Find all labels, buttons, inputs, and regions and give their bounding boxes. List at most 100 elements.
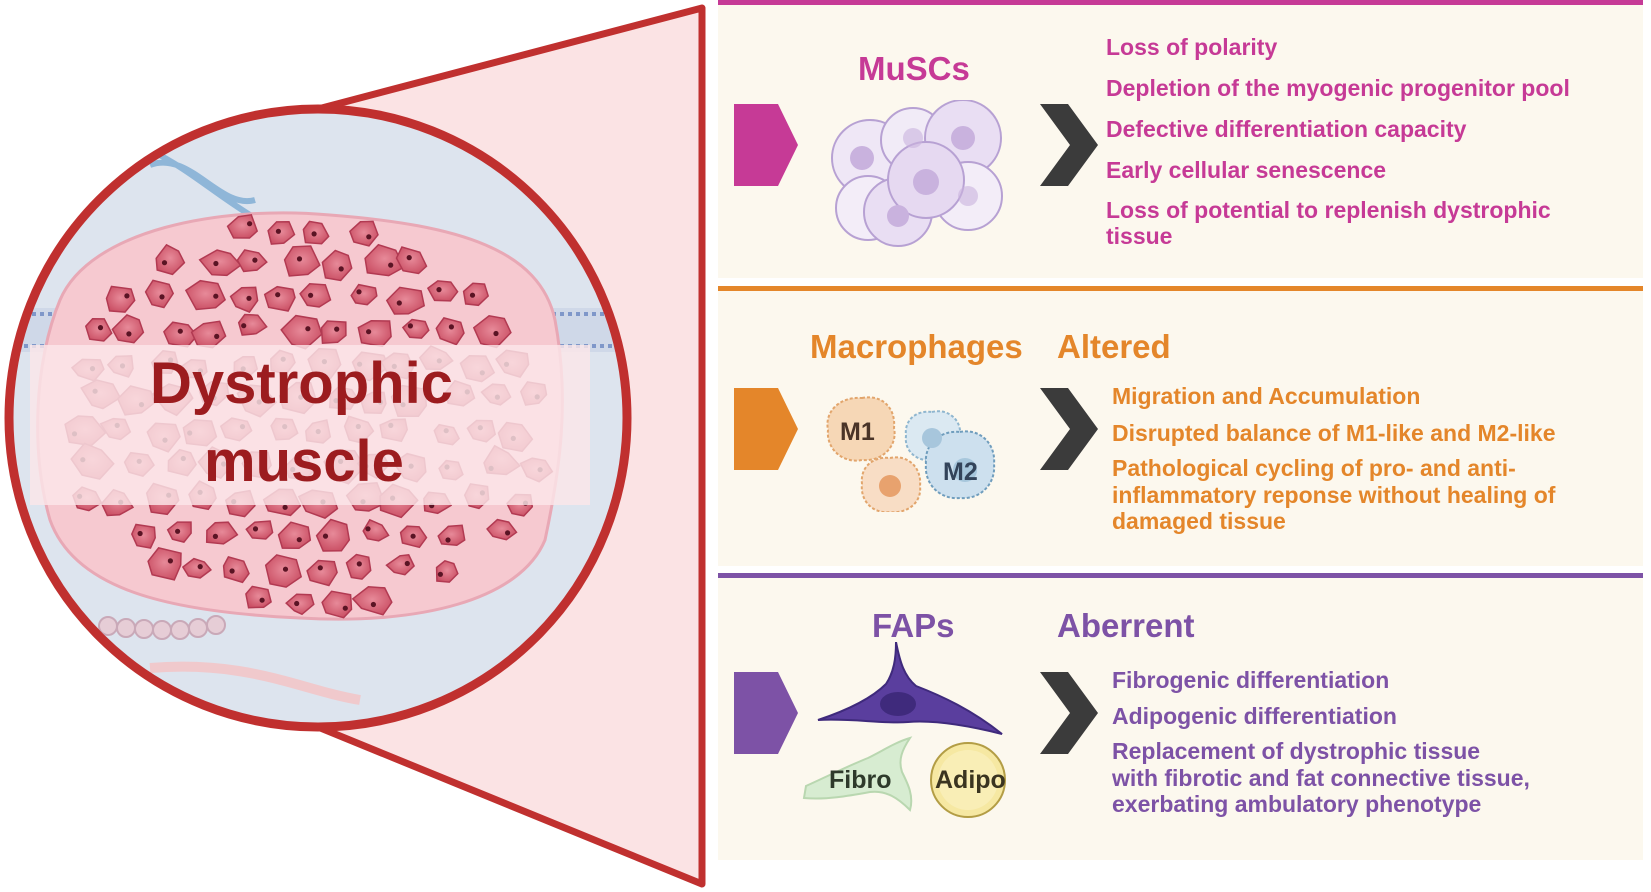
- muscle-fiber: [198, 249, 242, 277]
- panel-rule-faps: [718, 573, 1643, 578]
- macrophages-item-2: Disrupted balance of M1-like and M2-like: [1112, 420, 1556, 446]
- muscle-fiber: [385, 553, 416, 576]
- muscle-fiber-nucleus: [177, 328, 183, 334]
- muscle-fiber-nucleus: [308, 292, 314, 298]
- muscle-fiber: [385, 286, 426, 315]
- muscle-fiber: [306, 559, 338, 587]
- muscle-fiber-nucleus: [247, 221, 253, 227]
- muscle-fiber: [111, 314, 145, 344]
- muscle-fiber-nucleus: [275, 292, 281, 298]
- muscle-fiber: [229, 286, 259, 314]
- muscs-item-4: Early cellular senescence: [1106, 157, 1387, 183]
- muscs-item-2: Depletion of the myogenic progenitor poo…: [1106, 75, 1570, 101]
- macrophage-m1-label: M1: [840, 418, 875, 446]
- muscle-fiber-nucleus: [97, 325, 104, 331]
- muscs-title: MuSCs: [858, 50, 970, 87]
- muscle-fiber-nucleus: [282, 566, 289, 572]
- muscle-fiber: [349, 220, 379, 247]
- muscle-cross-section: [30, 211, 590, 621]
- muscle-fiber-nucleus: [342, 605, 348, 611]
- muscle-fiber: [144, 279, 175, 309]
- faps-arrow-tab: [734, 672, 798, 754]
- muscle-fiber-nucleus: [241, 323, 247, 329]
- macrophages-qualifier: Altered: [1057, 328, 1171, 365]
- muscle-fiber-nucleus: [445, 537, 451, 543]
- panel-rule-muscs: [718, 0, 1643, 5]
- muscle-fiber-nucleus: [126, 331, 132, 337]
- magnified-muscle-illustration: [4, 4, 706, 888]
- muscle-fiber-nucleus: [366, 234, 372, 240]
- muscle-fiber: [285, 593, 315, 616]
- macrophages-arrow-tab: [734, 388, 798, 470]
- muscle-fiber: [184, 279, 227, 311]
- muscle-fiber-nucleus: [305, 326, 311, 332]
- muscle-fiber-nucleus: [213, 260, 219, 267]
- muscle-fiber: [321, 249, 353, 282]
- macrophages-item-3: Pathological cycling of pro- and anti-in…: [1112, 455, 1556, 534]
- muscle-fiber: [351, 586, 393, 616]
- muscle-fiber-nucleus: [505, 530, 511, 536]
- fibroblast-icon: [802, 736, 913, 812]
- muscle-fiber: [263, 285, 296, 312]
- muscle-fiber: [364, 243, 406, 277]
- muscle-fiber: [357, 320, 392, 348]
- muscs-cells-icon: [831, 100, 1003, 247]
- muscle-fiber-nucleus: [275, 228, 281, 234]
- muscle-fiber-nucleus: [137, 530, 143, 537]
- muscle-fiber-nucleus: [213, 293, 219, 299]
- muscle-fiber-nucleus: [317, 565, 323, 571]
- fap-cell-icon: [817, 642, 1003, 735]
- fibro-label: Fibro: [829, 766, 892, 794]
- muscle-fiber: [277, 521, 312, 550]
- faps-qualifier: Aberrent: [1057, 607, 1195, 644]
- muscle-fiber: [222, 556, 250, 584]
- muscle-fiber: [105, 285, 136, 313]
- macrophages-title: Macrophages: [810, 328, 1023, 365]
- muscle-fiber: [435, 317, 465, 346]
- muscle-fiber-nucleus: [159, 294, 165, 300]
- muscle-fiber: [320, 320, 347, 344]
- macrophage-cells-icon: [826, 396, 996, 512]
- muscle-fiber: [130, 523, 156, 549]
- muscle-fiber-nucleus: [404, 560, 410, 567]
- muscle-fiber: [426, 280, 459, 302]
- muscle-fiber-nucleus: [407, 323, 413, 329]
- muscs-arrow-tab: [734, 104, 798, 186]
- muscle-fiber-nucleus: [322, 533, 329, 539]
- muscle-fiber-nucleus: [469, 292, 476, 298]
- muscle-fiber: [315, 518, 351, 552]
- faps-item-1: Fibrogenic differentiation: [1112, 667, 1390, 693]
- macrophages-chevron-icon: [1040, 388, 1098, 470]
- adipo-label: Adipo: [935, 766, 1006, 794]
- muscs-item-3: Defective differentiation capacity: [1106, 116, 1467, 142]
- muscle-fiber-nucleus: [437, 571, 443, 577]
- muscle-fiber: [237, 313, 268, 336]
- faps-item-3: Replacement of dystrophic tissue with fi…: [1112, 738, 1530, 817]
- muscle-fiber-nucleus: [246, 295, 252, 301]
- muscle-fiber-nucleus: [294, 600, 300, 607]
- muscle-fiber: [395, 246, 428, 275]
- muscle-fiber-nucleus: [436, 287, 442, 293]
- adipocyte-icon: [930, 742, 1006, 818]
- muscle-fiber-nucleus: [212, 533, 218, 540]
- muscle-fiber-nucleus: [388, 262, 394, 268]
- muscle-fiber-nucleus: [448, 324, 454, 330]
- muscle-fiber: [462, 282, 490, 307]
- faps-title: FAPs: [872, 607, 955, 644]
- muscle-fiber-nucleus: [356, 289, 362, 295]
- muscle-fiber: [245, 520, 274, 540]
- muscle-fiber-nucleus: [214, 333, 220, 339]
- muscle-fiber-nucleus: [366, 329, 372, 335]
- muscle-fiber-nucleus: [252, 257, 258, 263]
- panel-rule-macrophages: [718, 286, 1643, 291]
- muscle-fiber-nucleus: [167, 558, 173, 564]
- muscle-fiber-nucleus: [311, 231, 317, 237]
- muscle-fiber-nucleus: [296, 537, 302, 543]
- muscle-fiber: [299, 283, 332, 308]
- muscle-fiber-nucleus: [124, 293, 130, 299]
- muscle-fiber-nucleus: [410, 533, 416, 539]
- muscle-fiber: [84, 318, 113, 342]
- muscle-fiber-nucleus: [334, 326, 340, 332]
- muscle-fiber-nucleus: [406, 255, 412, 261]
